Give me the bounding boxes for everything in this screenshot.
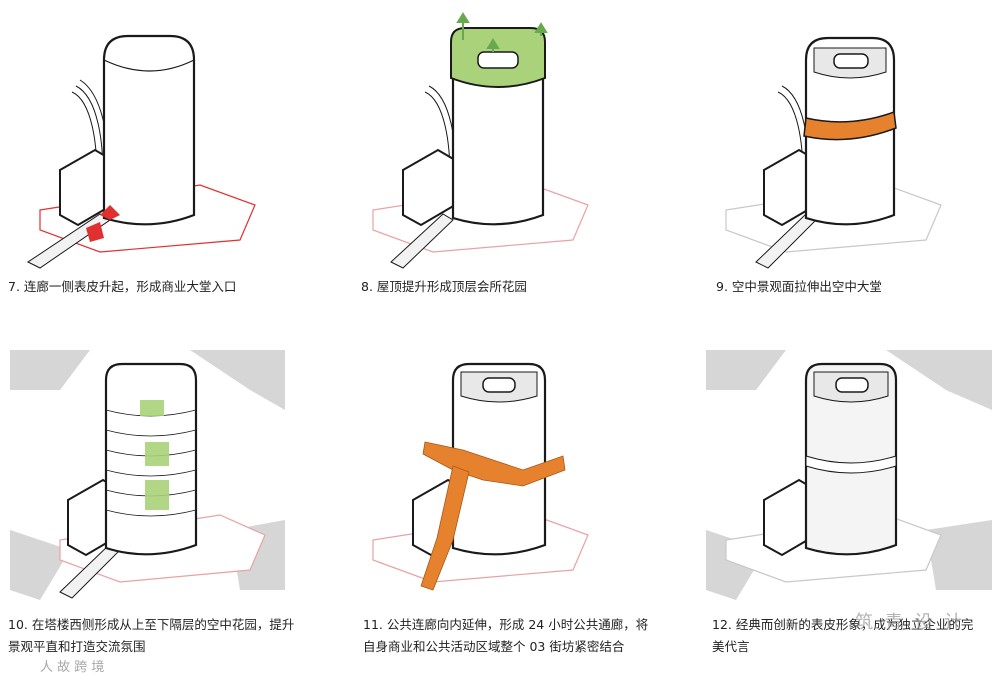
watermark-right: 筑 青 设 计: [855, 608, 965, 634]
caption-panel-10: 10. 在塔楼西侧形成从上至下隔层的空中花园，提升 景观平直和打造交流氛围: [8, 614, 294, 658]
caption-line: 自身商业和公共活动区域整个 03 街坊紧密结合: [363, 636, 648, 658]
roof-opening: [483, 378, 515, 392]
caption-line: 8. 屋顶提升形成顶层会所花园: [361, 276, 527, 298]
podium-box: [403, 150, 455, 225]
roof-opening: [834, 54, 868, 68]
diagram-panel-11: 11. 公共连廊向内延伸，形成 24 小时公共通廊，将 自身商业和公共活动区域整…: [333, 330, 666, 676]
caption-line: 7. 连廊一侧表皮升起，形成商业大堂入口: [8, 276, 236, 298]
diagram-panel-10: 10. 在塔楼西侧形成从上至下隔层的空中花园，提升 景观平直和打造交流氛围: [0, 330, 333, 676]
caption-line: 景观平直和打造交流氛围: [8, 636, 294, 658]
diagram-panel-8: 8. 屋顶提升形成顶层会所花园: [333, 0, 666, 330]
diagram-panel-7: 7. 连廊一侧表皮升起，形成商业大堂入口: [0, 0, 333, 330]
caption-line: 11. 公共连廊向内延伸，形成 24 小时公共通廊，将: [363, 614, 648, 636]
caption-line: 美代言: [712, 636, 973, 658]
caption-panel-8: 8. 屋顶提升形成顶层会所花园: [361, 276, 527, 298]
watermark-left: 人 故 跨 境: [40, 656, 104, 675]
caption-line: 9. 空中景观面拉伸出空中大堂: [716, 276, 882, 298]
caption-panel-7: 7. 连廊一侧表皮升起，形成商业大堂入口: [8, 276, 236, 298]
roof-opening: [478, 52, 518, 68]
diagram-panel-9: 9. 空中景观面拉伸出空中大堂: [666, 0, 1000, 330]
roof-opening: [836, 378, 868, 392]
caption-line: 10. 在塔楼西侧形成从上至下隔层的空中花园，提升: [8, 614, 294, 636]
tower-body: [104, 36, 194, 224]
caption-panel-11: 11. 公共连廊向内延伸，形成 24 小时公共通廊，将 自身商业和公共活动区域整…: [363, 614, 648, 658]
caption-panel-9: 9. 空中景观面拉伸出空中大堂: [716, 276, 882, 298]
